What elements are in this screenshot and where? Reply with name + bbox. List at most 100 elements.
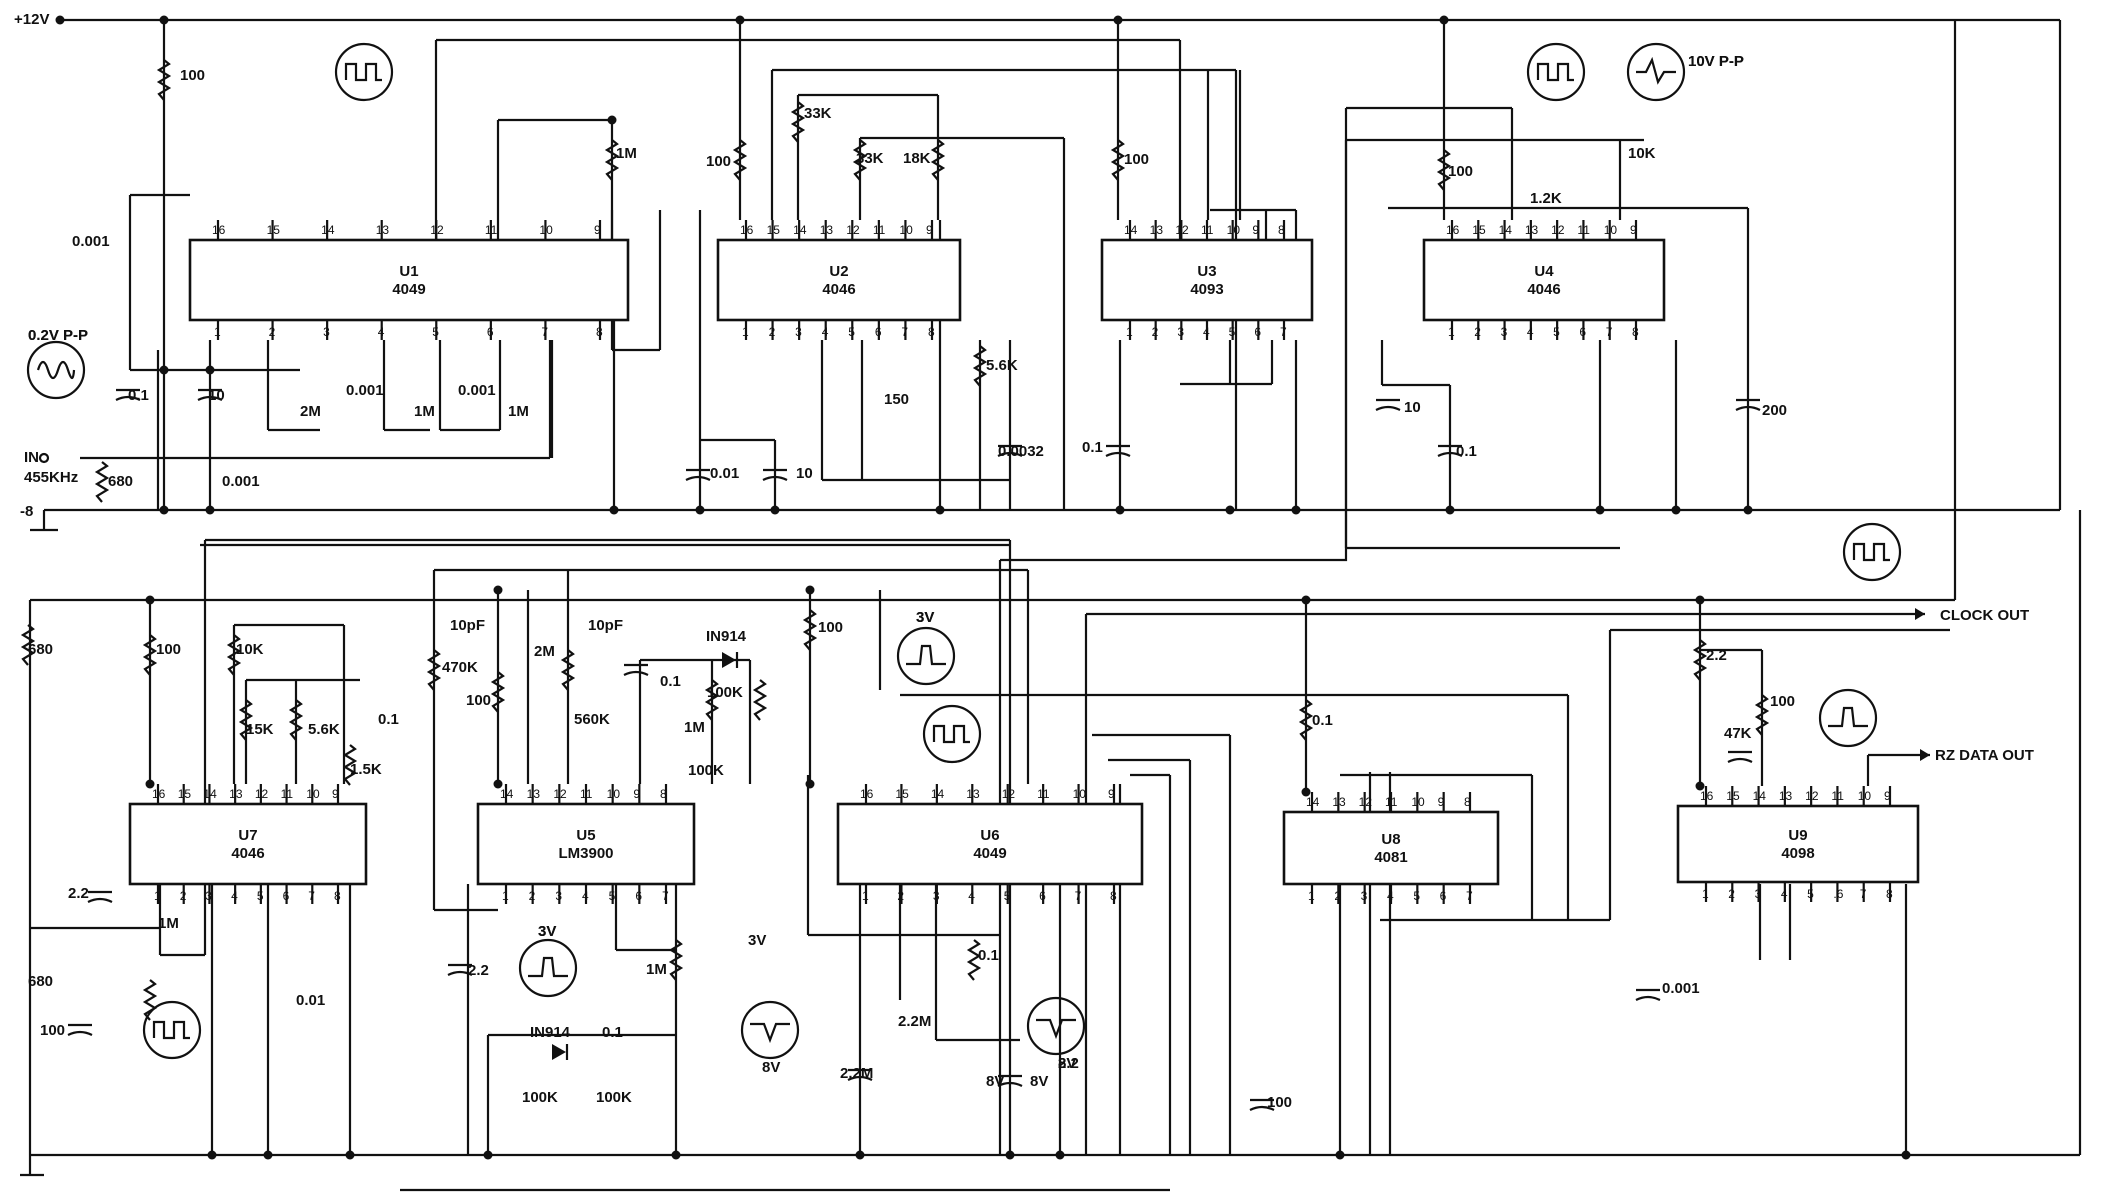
pin-label: 2 <box>529 889 536 903</box>
junction-dot <box>1113 15 1123 25</box>
pin-label: 7 <box>308 889 315 903</box>
resistor-symbol <box>668 939 684 981</box>
component-value-label: 2.2 <box>1706 647 1727 664</box>
component-value-label: 680 <box>28 973 53 990</box>
pin-label: 3 <box>933 889 940 903</box>
component-value-label: 680 <box>28 641 53 658</box>
component-value-label: 0.2V P-P <box>28 327 88 344</box>
v3b-label: 3V <box>538 923 556 940</box>
pin-label: 11 <box>281 787 294 801</box>
chip-type-label: 4046 <box>822 281 855 298</box>
rz-data-out-label: RZ DATA OUT <box>1935 747 2034 764</box>
pin-label: 7 <box>901 325 908 339</box>
component-value-label: 3V <box>538 923 556 940</box>
pin-label: 12 <box>430 223 444 237</box>
pin-label: 9 <box>926 223 933 237</box>
pin-label: 2 <box>180 889 187 903</box>
component-value-label: 100 <box>1770 693 1795 710</box>
waveform-square-icon <box>1526 42 1586 102</box>
junction-dot <box>855 1150 865 1160</box>
pin-label: 4 <box>378 325 385 339</box>
resistor-symbol <box>802 609 818 651</box>
waveform-square-icon <box>142 1000 202 1060</box>
chip-ref-label: U3 <box>1197 263 1216 280</box>
resistor-symbol <box>226 634 242 676</box>
resistor-symbol <box>490 671 506 713</box>
pin-label: 9 <box>1630 223 1637 237</box>
pin-label: 14 <box>500 787 514 801</box>
pin-label: 4 <box>582 889 589 903</box>
pin-label: 13 <box>1779 789 1793 803</box>
arrow-icon <box>1920 749 1930 761</box>
junction-dot <box>1335 1150 1345 1160</box>
pin-label: 7 <box>1606 325 1613 339</box>
pin-label: 1 <box>502 889 509 903</box>
chip-type-label: 4098 <box>1781 845 1814 862</box>
pin-label: 7 <box>1075 889 1082 903</box>
junction-dot <box>1291 505 1301 515</box>
pin-label: 12 <box>1002 787 1016 801</box>
pin-label: 6 <box>1039 889 1046 903</box>
component-value-label: 0.1 <box>1312 712 1333 729</box>
component-value-label: 10K <box>1628 145 1656 162</box>
pin-label: 10 <box>1227 223 1241 237</box>
component-value-label: 1M <box>616 145 637 162</box>
capacitor-symbol <box>447 970 473 976</box>
pin-label: 10 <box>1411 795 1425 809</box>
chip-ref-label: U7 <box>238 827 257 844</box>
junction-dot <box>345 1150 355 1160</box>
component-value-label: 10 <box>796 465 813 482</box>
pin-label: 15 <box>178 787 192 801</box>
pin-label: 13 <box>966 787 980 801</box>
waveform-square-icon-trace <box>1536 62 1574 82</box>
input-label: IN <box>24 449 39 466</box>
component-value-label: 100 <box>1124 151 1149 168</box>
waveform-square-icon-trace <box>1852 542 1890 562</box>
v3a-label: 3V <box>916 609 934 626</box>
pin-label: 12 <box>1551 223 1565 237</box>
component-value-label: 18K <box>903 150 931 167</box>
component-value-label: 560K <box>574 711 610 728</box>
junction-dot <box>1055 1150 1065 1160</box>
chip-ref-label: U2 <box>829 263 848 280</box>
component-value-label: 100K <box>522 1089 558 1106</box>
chip-type-label: LM3900 <box>558 845 613 862</box>
pin-label: 14 <box>321 223 335 237</box>
pin-label: 4 <box>1203 325 1210 339</box>
waveform-square-icon-trace <box>152 1020 190 1040</box>
junction-dot <box>55 15 65 25</box>
resistor-symbol <box>1436 149 1452 191</box>
capacitor-symbol <box>997 451 1023 457</box>
pin-label: 10 <box>899 223 913 237</box>
component-value-label: 100 <box>466 692 491 709</box>
v8b-label: 8V <box>1058 1055 1076 1072</box>
waveform-pulse-icon-trace <box>932 724 970 744</box>
resistor-symbol <box>732 139 748 181</box>
component-value-label: 100 <box>1448 163 1473 180</box>
pin-label: 8 <box>1464 795 1471 809</box>
junction-dot <box>609 505 619 515</box>
pin-label: 11 <box>580 787 593 801</box>
pin-label: 12 <box>1175 223 1189 237</box>
pin-label: 16 <box>740 223 754 237</box>
capacitor-symbol <box>67 1030 93 1036</box>
pin-label: 3 <box>1501 325 1508 339</box>
pin-label: 14 <box>1306 795 1320 809</box>
waveform-pulse-icon-trace <box>906 644 946 666</box>
component-value-label: 100K <box>596 1089 632 1106</box>
junction-dot <box>1301 787 1311 797</box>
component-value-label: 100K <box>688 762 724 779</box>
chip-ref-label: U5 <box>576 827 595 844</box>
pin-label: 13 <box>376 223 390 237</box>
pin-label: 1 <box>742 325 749 339</box>
component-value-label: 10pF <box>450 617 485 634</box>
waveform-dip-icon <box>1026 996 1086 1056</box>
diode-symbol <box>722 652 736 668</box>
chip-u9 <box>1676 804 1920 884</box>
capacitor-symbol <box>197 395 223 401</box>
pin-label: 1 <box>1126 325 1133 339</box>
pin-label: 12 <box>846 223 860 237</box>
junction-dot <box>1695 781 1705 791</box>
component-value-label: 100 <box>706 153 731 170</box>
component-value-label: 2M <box>300 403 321 420</box>
